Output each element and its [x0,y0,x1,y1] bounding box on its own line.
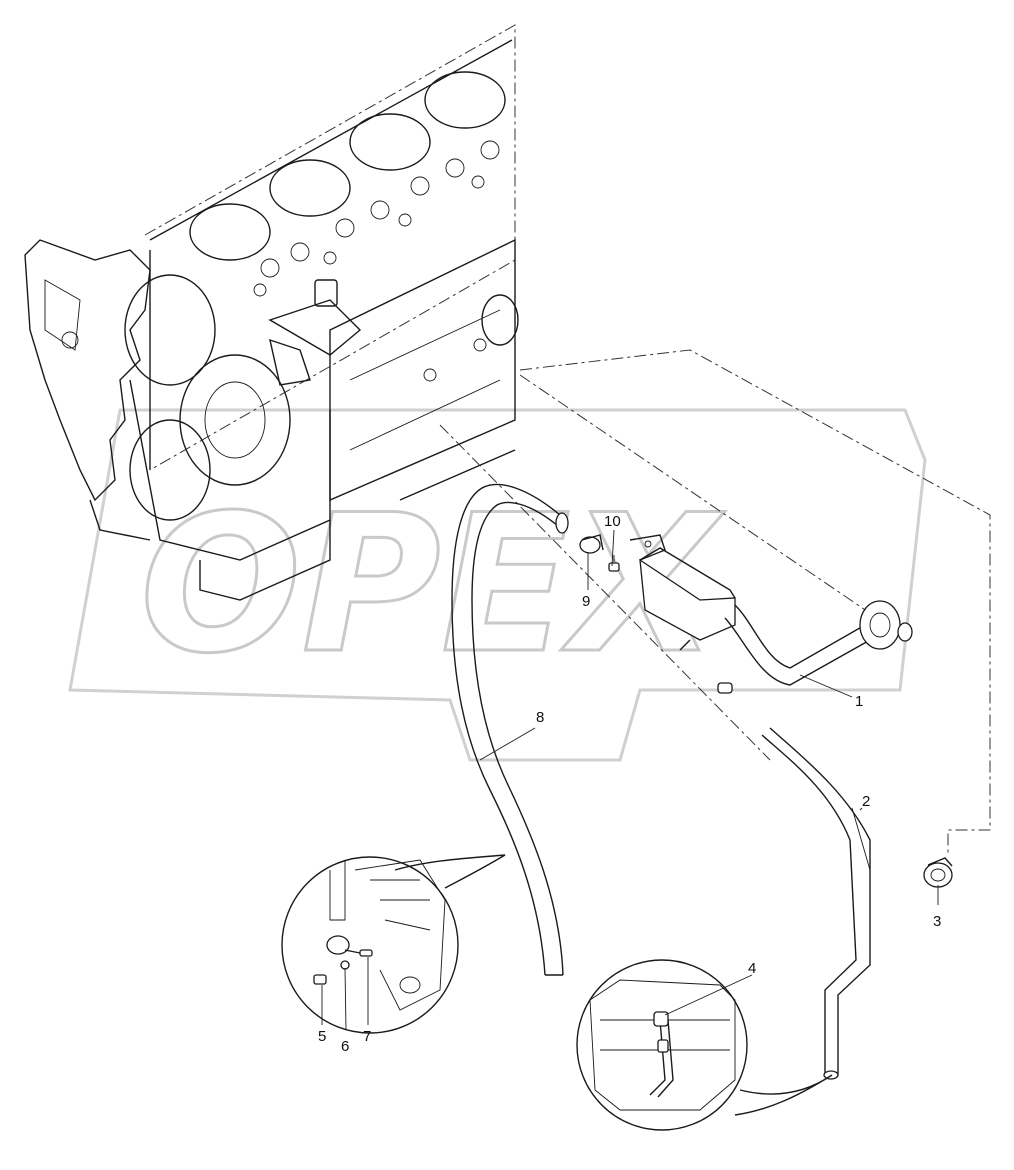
engine-block [24,24,519,601]
callout-leaders [321,529,939,1031]
callout-4: 4 [748,960,756,977]
clamp-3 [923,857,953,888]
callout-10: 10 [604,513,621,530]
drain-pipe [761,727,871,1080]
callout-7: 7 [363,1028,371,1045]
callout-8: 8 [536,709,544,726]
callout-2: 2 [862,793,870,810]
callout-5: 5 [318,1028,326,1045]
watermark-text: OPEX [140,474,726,695]
callout-9: 9 [582,593,590,610]
callout-3: 3 [933,913,941,930]
assembly-lines [439,349,991,855]
callout-labels: 1 2 3 4 5 6 7 8 9 10 [318,513,941,1055]
breather-hose [451,483,569,976]
detail-front-cover [281,854,506,1034]
callout-1: 1 [855,693,863,710]
oil-separator [629,534,913,694]
callout-6: 6 [341,1038,349,1055]
clamp-9-10 [579,534,620,572]
detail-oil-pan [576,959,833,1131]
opex-watermark: OPEX [68,408,927,762]
